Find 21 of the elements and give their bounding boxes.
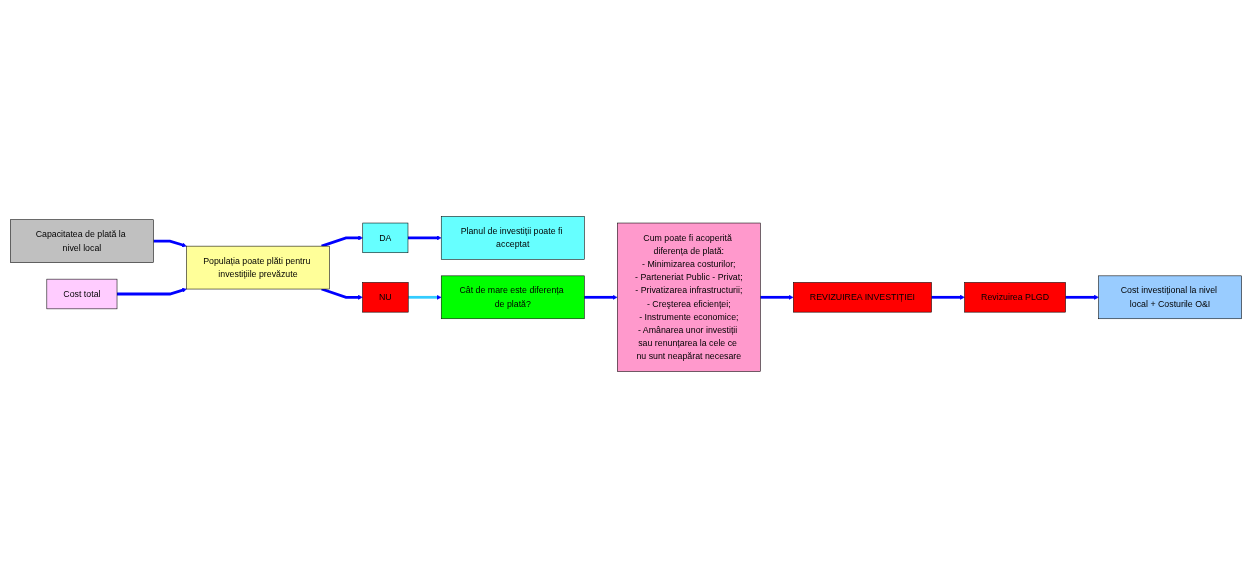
- arrow: [584, 294, 618, 300]
- node-box: Cum poate fi acoperită diferența de plată: - Minimizarea costurilor; - Parteneriat Public - Privat; - Privatizarea infrastructurii; - Creşterea eficienței; - Instrumente economice; - Amânarea unor investiții sau renunțarea la cele ce nu sunt neapărat necesare: [617, 222, 761, 372]
- arrow: [117, 287, 187, 295]
- arrow: [1065, 294, 1099, 300]
- node-box: Planul de investiții poate fi acceptat: [440, 215, 585, 260]
- node-box: DA: [362, 222, 409, 253]
- arrow: [408, 294, 442, 300]
- node-box: Cost investițional la nivel local + Costurile O&I: [1098, 275, 1242, 319]
- node-box: Populația poate plăti pentru investițiile prevăzute: [186, 245, 330, 289]
- node-box: Cât de mare este diferența de plată?: [440, 275, 585, 319]
- node-box: NU: [362, 281, 409, 312]
- node-box: REVIZUIREA INVESTIȚIEI: [793, 281, 932, 312]
- arrow: [931, 294, 965, 300]
- arrow: [760, 294, 794, 300]
- arrow: [408, 234, 442, 240]
- arrow: [321, 287, 363, 300]
- node-box: Capacitatea de plată la nivel local: [10, 218, 154, 263]
- node-box: Revizuirea PLGD: [964, 281, 1066, 312]
- arrow: [153, 239, 187, 247]
- node-box: Cost total: [46, 278, 118, 309]
- arrow: [321, 234, 363, 247]
